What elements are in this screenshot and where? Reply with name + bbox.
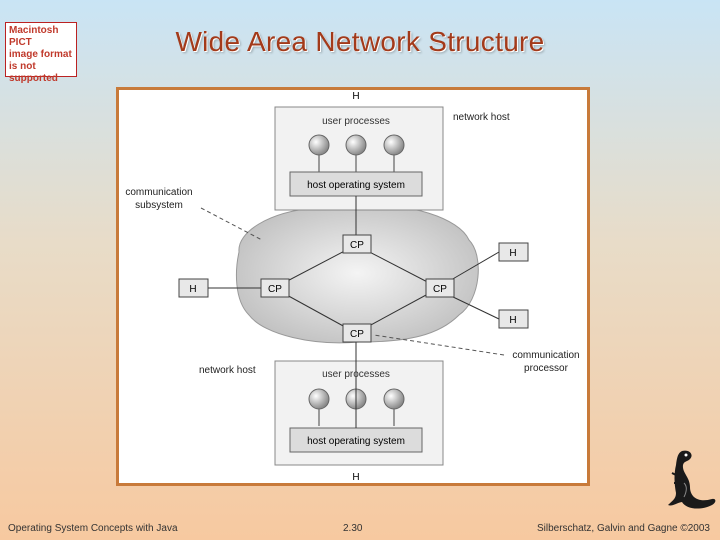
cp-node-label: CP	[268, 284, 282, 295]
cp-node-label: CP	[433, 284, 447, 295]
process-icon	[345, 134, 367, 156]
comm-subsystem-label: communication	[125, 187, 192, 198]
top-h-label: H	[352, 91, 359, 102]
h-node-right-bottom	[498, 309, 529, 329]
comm-processor-leader	[373, 334, 505, 356]
network-host-top-label: network host	[453, 112, 510, 123]
communication-subsystem-cloud	[235, 202, 479, 344]
bottom-host-os-label: host operating system	[307, 436, 405, 447]
footer-book-title: Operating System Concepts with Java	[8, 523, 178, 534]
link-cp-h-right-top	[450, 251, 500, 281]
bottom-h-label: H	[352, 472, 359, 483]
cp-node-label: CP	[350, 240, 364, 251]
cp-node-bottom	[342, 323, 372, 343]
top-user-processes-label: user processes	[322, 116, 390, 127]
comm-subsystem-leader	[200, 207, 263, 241]
link-cp-h-right-bottom	[450, 295, 500, 320]
placeholder-line: image format	[9, 49, 72, 60]
process-icon	[308, 388, 330, 410]
process-icon	[383, 388, 405, 410]
process-icon	[308, 134, 330, 156]
placeholder-line: is not supported	[9, 61, 58, 84]
dinosaur-mascot-icon	[668, 450, 716, 509]
comm-processor-label: processor	[524, 363, 569, 374]
h-node-left	[178, 278, 209, 298]
wan-diagram: H user processes host operating system u…	[125, 91, 579, 483]
cp-node-left	[260, 278, 290, 298]
network-host-bottom-label: network host	[199, 365, 256, 376]
h-node-label: H	[509, 248, 516, 259]
cp-node-top	[342, 234, 372, 254]
placeholder-line: Macintosh PICT	[9, 25, 59, 48]
footer-copyright: Silberschatz, Galvin and Gagne ©2003	[536, 523, 710, 534]
footer-page-number: 2.30	[343, 523, 363, 534]
cp-node-right	[425, 278, 455, 298]
comm-processor-label: communication	[512, 350, 579, 361]
diagram-frame: H user processes host operating system u…	[116, 87, 590, 486]
cp-node-label: CP	[350, 329, 364, 340]
h-node-label: H	[189, 284, 196, 295]
comm-subsystem-label: subsystem	[135, 200, 183, 211]
h-node-label: H	[509, 315, 516, 326]
bottom-host-os-box	[289, 427, 423, 453]
unsupported-image-placeholder: Macintosh PICT image format is not suppo…	[5, 22, 77, 84]
h-node-right-top	[498, 242, 529, 262]
process-icon	[383, 134, 405, 156]
top-host-os-label: host operating system	[307, 180, 405, 191]
slide-title: Wide Area Network Structure	[175, 26, 545, 57]
